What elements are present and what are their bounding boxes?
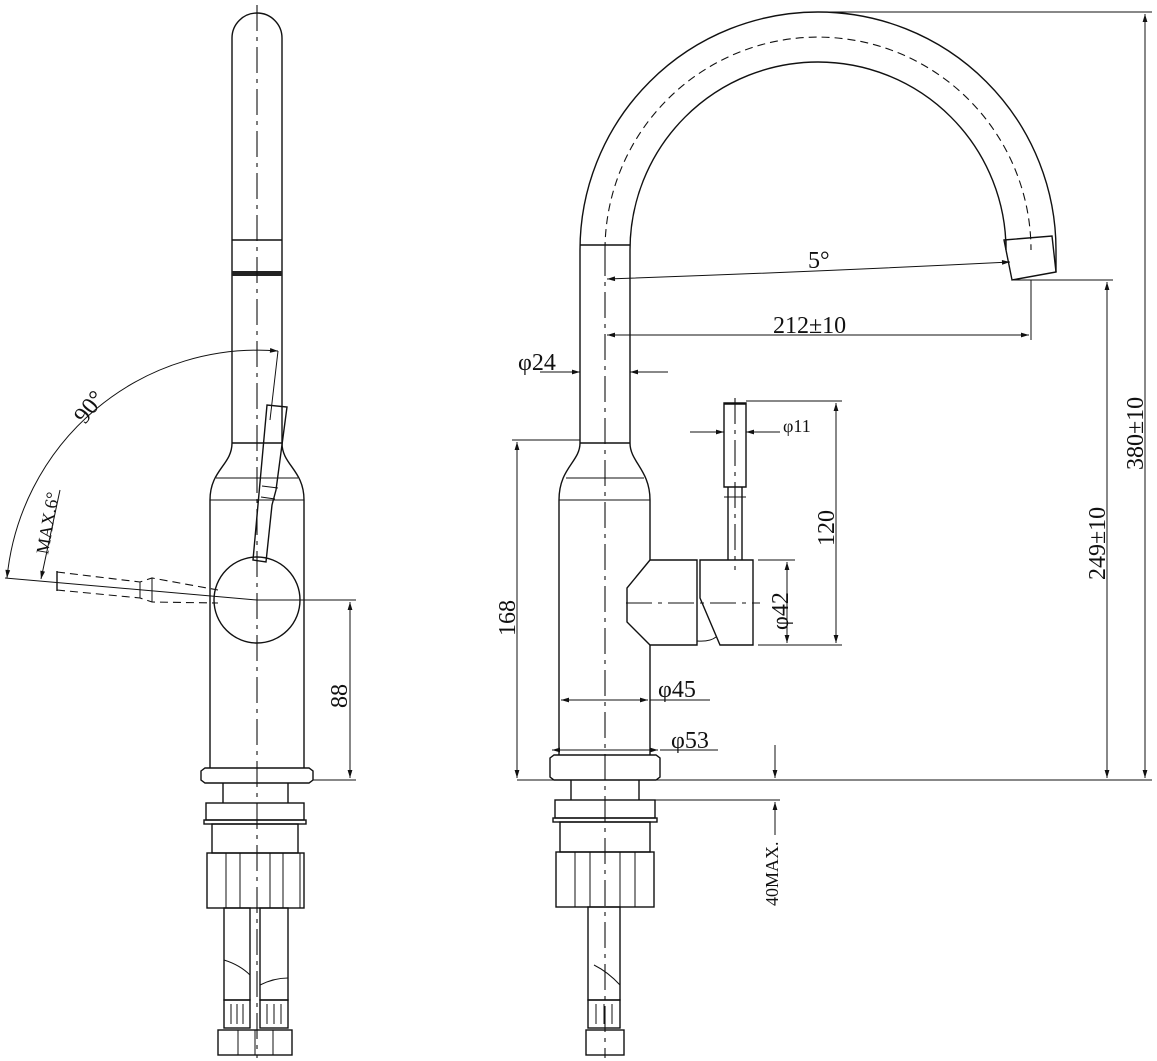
- front-body-diameter-label: φ45: [658, 677, 696, 703]
- front-spout-angle-label: 5°: [808, 248, 830, 274]
- front-handle-hub: [626, 559, 754, 646]
- side-max-angle-label: MAX.6°: [32, 490, 63, 555]
- front-hub-diameter-label: φ42: [768, 592, 794, 630]
- front-base-diameter-label: φ53: [671, 728, 709, 754]
- front-base-ring: [549, 754, 661, 781]
- side-hose-left: [223, 907, 251, 1001]
- side-hose-right: [259, 907, 289, 1001]
- front-spout: [579, 11, 1057, 443]
- front-body-height-label: 168: [495, 600, 521, 636]
- side-lever-height-label: 88: [327, 684, 353, 708]
- front-hose: [587, 906, 621, 1001]
- side-lever-rotated: [4, 571, 258, 604]
- side-angle-arc: [5, 347, 279, 579]
- front-lever-height-label: 120: [814, 510, 840, 546]
- front-view: 168 φ24 5° 212±10 φ11 120 φ42 φ45 φ53 24…: [495, 11, 1152, 1058]
- front-lever: [723, 402, 747, 560]
- side-mounting-nut: [206, 852, 305, 909]
- side-angle-label: 90°: [69, 386, 110, 428]
- front-reach-label: 212±10: [773, 313, 846, 339]
- front-total-height-label: 380±10: [1123, 397, 1149, 470]
- front-spout-diameter-label: φ24: [518, 350, 556, 376]
- front-lever-diameter-label: φ11: [783, 416, 811, 436]
- side-view: 90° MAX.6° 88: [4, 5, 356, 1058]
- front-deck-thickness-label: 40MAX.: [762, 841, 782, 906]
- front-spout-tip: [1003, 235, 1057, 281]
- front-outlet-height-label: 249±10: [1085, 507, 1111, 580]
